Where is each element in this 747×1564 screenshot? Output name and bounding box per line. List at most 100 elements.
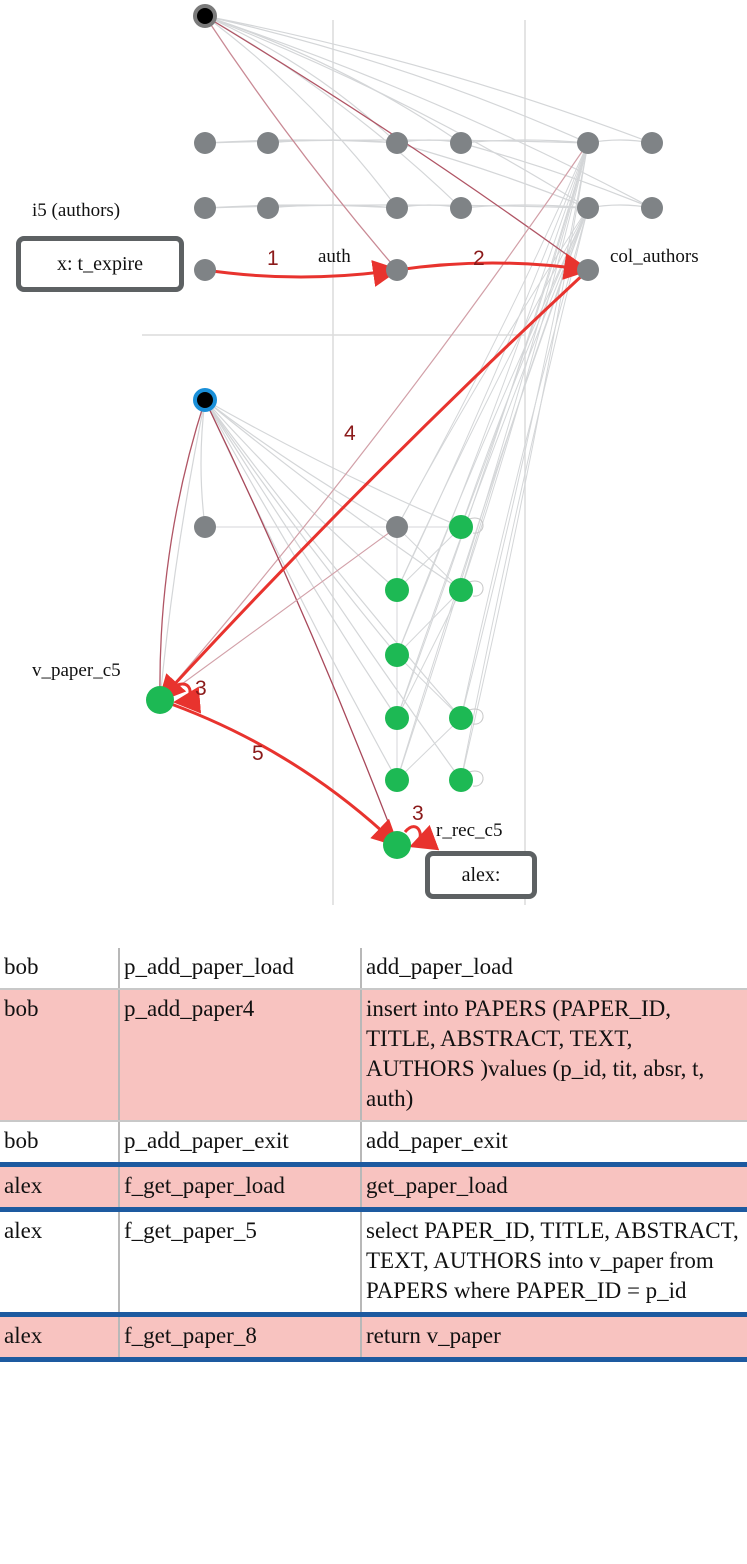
edge-root-auth (204, 15, 398, 271)
green-node[interactable] (449, 768, 473, 792)
label-cell: f_get_paper_load (119, 1164, 362, 1212)
user-cell: bob (0, 989, 120, 1122)
edge (204, 399, 462, 781)
root-node-gray[interactable] (193, 4, 217, 28)
self-loop (468, 517, 484, 534)
edge (396, 589, 462, 719)
edge (204, 15, 398, 144)
gray-node[interactable] (257, 197, 279, 219)
edges (154, 15, 654, 851)
edge-step-2 (396, 253, 591, 280)
step-3-r-rec: 3 (412, 802, 424, 825)
step-5: 5 (252, 742, 264, 765)
statement-cell: add_paper_exit (361, 1121, 747, 1167)
user-cell: bob (0, 1121, 120, 1167)
edge (396, 142, 589, 591)
node-i5[interactable] (194, 259, 216, 281)
statement-cell: select PAPER_ID, TITLE, ABSTRACT, TEXT, … (361, 1209, 747, 1317)
gray-node[interactable] (386, 516, 408, 538)
gray-node[interactable] (577, 197, 599, 219)
self-loop-step-3 (168, 682, 202, 714)
node-col-authors[interactable] (577, 259, 599, 281)
gray-node[interactable] (641, 197, 663, 219)
edge (396, 207, 589, 781)
green-node[interactable] (385, 768, 409, 792)
edge (154, 399, 206, 702)
node-label-col-authors: col_authors (610, 246, 699, 267)
edge (204, 399, 398, 719)
edge (460, 142, 654, 210)
gray-node[interactable] (450, 132, 472, 154)
gray-node[interactable] (386, 132, 408, 154)
node-label-i5: i5 (authors) (32, 200, 120, 221)
edge-step-4 (157, 268, 590, 703)
self-loop (468, 708, 484, 725)
user-cell: bob (0, 948, 120, 990)
node-r-rec-c5[interactable] (383, 831, 411, 859)
edge (204, 399, 398, 656)
variable-box-alex: alex: (425, 851, 537, 899)
edge (204, 399, 399, 847)
self-loop-step-3 (403, 824, 440, 851)
variable-box-x: x: t_expire (16, 236, 184, 292)
nodes (146, 4, 663, 859)
user-cell: alex (0, 1164, 120, 1212)
step-2: 2 (473, 247, 485, 270)
gray-node[interactable] (577, 132, 599, 154)
green-node[interactable] (449, 706, 473, 730)
step-3-v-paper: 3 (195, 677, 207, 700)
green-node[interactable] (385, 643, 409, 667)
edge (460, 137, 590, 147)
edge (396, 142, 590, 210)
label-cell: p_add_paper_exit (119, 1121, 362, 1167)
gray-node[interactable] (194, 516, 216, 538)
node-label-auth: auth (318, 246, 351, 267)
edge (460, 142, 589, 719)
edge (156, 399, 206, 702)
gray-node[interactable] (257, 132, 279, 154)
label-cell: p_add_paper_load (119, 948, 362, 990)
dependency-graph: i5 (authors) auth col_authors v_paper_c5… (32, 4, 699, 905)
edge (396, 207, 589, 591)
gray-node[interactable] (194, 197, 216, 219)
edge (460, 202, 590, 212)
edge (396, 142, 589, 781)
edge (204, 399, 398, 591)
root-node-blue[interactable] (193, 388, 217, 412)
statement-cell: return v_paper (361, 1314, 747, 1362)
green-node[interactable] (385, 706, 409, 730)
gray-node[interactable] (450, 197, 472, 219)
edge (204, 15, 590, 144)
edge (204, 399, 398, 782)
step-4: 4 (344, 422, 356, 445)
gray-node[interactable] (641, 132, 663, 154)
gray-node[interactable] (194, 132, 216, 154)
green-node[interactable] (449, 515, 473, 539)
label-cell: f_get_paper_8 (119, 1314, 362, 1362)
node-auth[interactable] (386, 259, 408, 281)
edge (199, 399, 209, 529)
green-node[interactable] (385, 578, 409, 602)
green-node[interactable] (449, 578, 473, 602)
node-label-v-paper-c5: v_paper_c5 (32, 660, 121, 681)
gray-node[interactable] (386, 197, 408, 219)
user-cell: alex (0, 1314, 120, 1362)
graph-labels: i5 (authors) auth col_authors v_paper_c5… (32, 200, 699, 841)
node-v-paper-c5[interactable] (146, 686, 174, 714)
edge (204, 15, 654, 209)
edge (396, 654, 462, 719)
edge (204, 15, 654, 145)
edge (396, 589, 462, 656)
edge (204, 399, 463, 529)
edge (396, 207, 589, 719)
self-loop (468, 770, 484, 787)
self-loop (468, 580, 484, 597)
label-cell: p_add_paper4 (119, 989, 362, 1122)
edge (159, 142, 589, 701)
